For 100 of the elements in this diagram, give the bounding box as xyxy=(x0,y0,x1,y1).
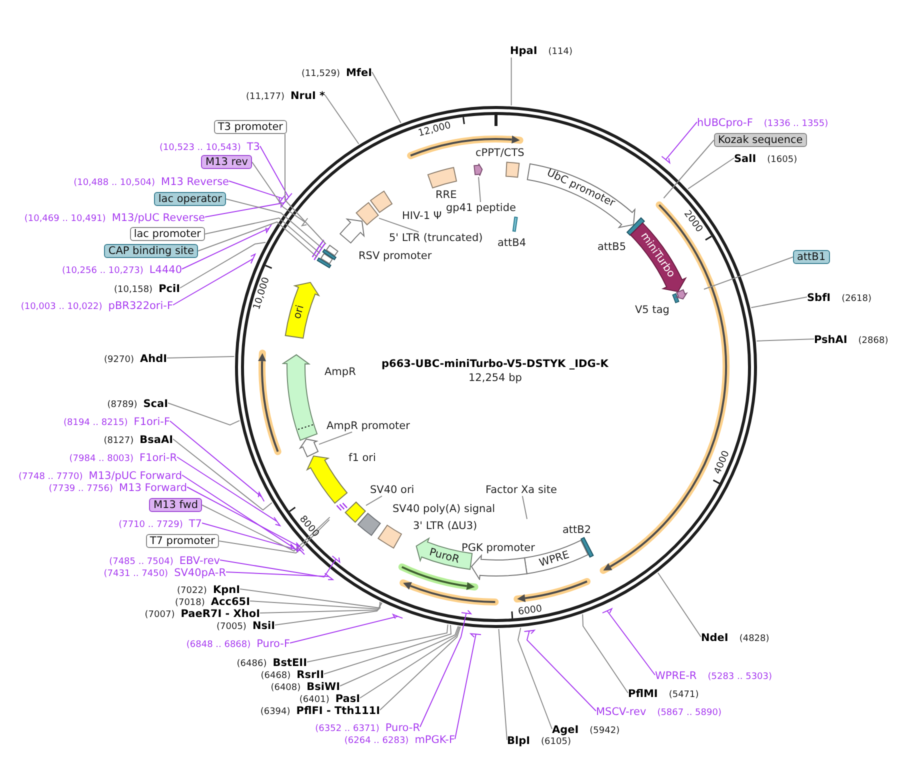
enzyme-name: RsrII xyxy=(296,668,324,680)
primer-position: (6848 .. 6868) xyxy=(186,640,251,650)
leader-line xyxy=(582,614,628,694)
feature-tag: T3 promoter xyxy=(214,120,287,134)
enzyme-name: AgeI xyxy=(552,724,579,736)
cut-position: (1605) xyxy=(767,154,798,164)
leader-line xyxy=(290,614,404,644)
enzyme-name: HpaI xyxy=(510,44,538,56)
primer-name: hUBCpro-F xyxy=(697,116,753,128)
leader-line xyxy=(510,57,512,106)
feature-tag: lac operator xyxy=(154,192,226,206)
leader-line xyxy=(522,496,528,520)
feature-label: gp41 peptide xyxy=(446,202,516,214)
leader-line xyxy=(498,628,508,740)
primer-position: (10,523 .. 10,543) xyxy=(159,142,241,152)
leader-line xyxy=(226,198,322,249)
cut-position: (8127) xyxy=(104,436,134,446)
primer-name: M13 Reverse xyxy=(161,176,229,188)
enzyme-name: Acc65I xyxy=(210,596,250,608)
leader-line xyxy=(750,296,808,308)
leader-line xyxy=(306,624,448,662)
enzyme-name: ScaI xyxy=(143,398,168,410)
enzyme-name: NdeI xyxy=(701,632,728,644)
tick-label: 6000 xyxy=(518,603,544,618)
cut-position: (6105) xyxy=(541,736,571,746)
leader-line xyxy=(168,402,240,426)
leader-line xyxy=(202,522,306,555)
leader-line xyxy=(703,256,794,290)
leader-line xyxy=(180,242,266,288)
leader-line xyxy=(324,624,452,674)
leader-line xyxy=(756,338,814,342)
feature-tag: M13 rev xyxy=(201,155,252,169)
feature-block xyxy=(339,218,365,244)
primer-name: Puro-R xyxy=(385,722,420,734)
feature-bar xyxy=(325,244,339,257)
enzyme-name: KpnI xyxy=(212,584,240,596)
cut-position: (7018) xyxy=(174,598,205,608)
feature-box xyxy=(344,501,366,523)
feature-box xyxy=(355,202,379,226)
feature-bar xyxy=(512,216,518,232)
feature-label: f1 ori xyxy=(348,452,376,464)
primer-position: (10,003 .. 10,022) xyxy=(20,302,102,312)
cut-position: (6486) xyxy=(236,658,267,668)
feature-label: SV40 poly(A) signal xyxy=(392,503,496,515)
enzyme-name: SbfI xyxy=(807,292,831,304)
enzyme-name: PflMI xyxy=(628,688,658,700)
cut-position: (11,177) xyxy=(246,92,284,102)
cut-position: (6401) xyxy=(299,694,330,704)
feature-tag: M13 fwd xyxy=(149,498,202,512)
primer-position: (10,488 .. 10,504) xyxy=(74,178,156,188)
tick-label: 12,000 xyxy=(417,120,452,140)
primer-name: WPRE-R xyxy=(655,670,697,682)
tick-label: 4000 xyxy=(712,449,732,476)
primer-name: mPGK-F xyxy=(414,734,455,746)
leader-line xyxy=(378,218,420,232)
primer-name: Puro-F xyxy=(256,638,290,650)
cut-position: (6394) xyxy=(260,706,290,716)
leader-line xyxy=(372,72,402,124)
cut-position: (7007) xyxy=(144,610,175,620)
leader-line xyxy=(420,610,472,728)
leader-line xyxy=(661,122,698,164)
leader-line xyxy=(366,496,382,506)
leader-line xyxy=(166,356,235,358)
enzyme-name: BlpI xyxy=(507,734,530,746)
primer-name: EBV-rev xyxy=(179,554,220,566)
tick-label: 10,000 xyxy=(251,276,272,311)
feature-tag: lac promoter xyxy=(130,227,205,241)
leader-line xyxy=(172,254,256,306)
leader-line xyxy=(380,626,461,710)
feature-bar xyxy=(580,537,594,558)
leader-line xyxy=(240,588,380,609)
primer-position: (6352 .. 6371) xyxy=(315,724,380,734)
feature-label: PGK promoter xyxy=(462,542,535,554)
feature-label: 3' LTR (ΔU3) xyxy=(413,520,478,532)
feature-block xyxy=(306,455,348,504)
leader-line xyxy=(218,519,330,554)
feature-label: PuroR xyxy=(428,546,461,566)
feature-label: WPRE xyxy=(538,549,571,570)
feature-label: attB4 xyxy=(498,237,526,249)
primer-name: M13/pUC Reverse xyxy=(112,212,205,224)
enzyme-name: AhdI xyxy=(140,352,167,364)
plasmid-size: 12,254 bp xyxy=(468,372,522,384)
leader-line xyxy=(663,140,714,199)
cut-position: (6468) xyxy=(260,670,291,680)
feature-tag: CAP binding site xyxy=(104,244,198,258)
feature-label: ori xyxy=(292,304,307,321)
primer-position: (7984 .. 8003) xyxy=(69,454,134,464)
primer-position: (7485 .. 7504) xyxy=(109,556,174,566)
feature-label: HIV-1 Ψ xyxy=(402,210,442,222)
primer-position: (1336 .. 1355) xyxy=(764,118,828,128)
feature-tag: T7 promoter xyxy=(146,534,219,548)
cut-position: (8789) xyxy=(107,400,138,410)
leader-line xyxy=(202,504,330,552)
leader-line xyxy=(688,158,734,190)
feature-block xyxy=(470,554,528,580)
feature-label: cPPT/CTS xyxy=(476,147,524,159)
enzyme-name: PflFI - Tth111I xyxy=(296,704,380,716)
enzyme-name: PaeR7I - XhoI xyxy=(180,608,260,620)
feature-box xyxy=(369,190,393,214)
feature-box xyxy=(357,512,381,537)
